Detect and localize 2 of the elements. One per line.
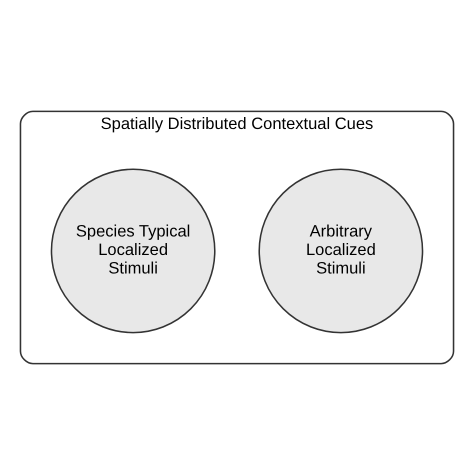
node-circle: Species Typical Localized Stimuli — [50, 168, 216, 333]
node-circle: Arbitrary Localized Stimuli — [258, 168, 424, 333]
